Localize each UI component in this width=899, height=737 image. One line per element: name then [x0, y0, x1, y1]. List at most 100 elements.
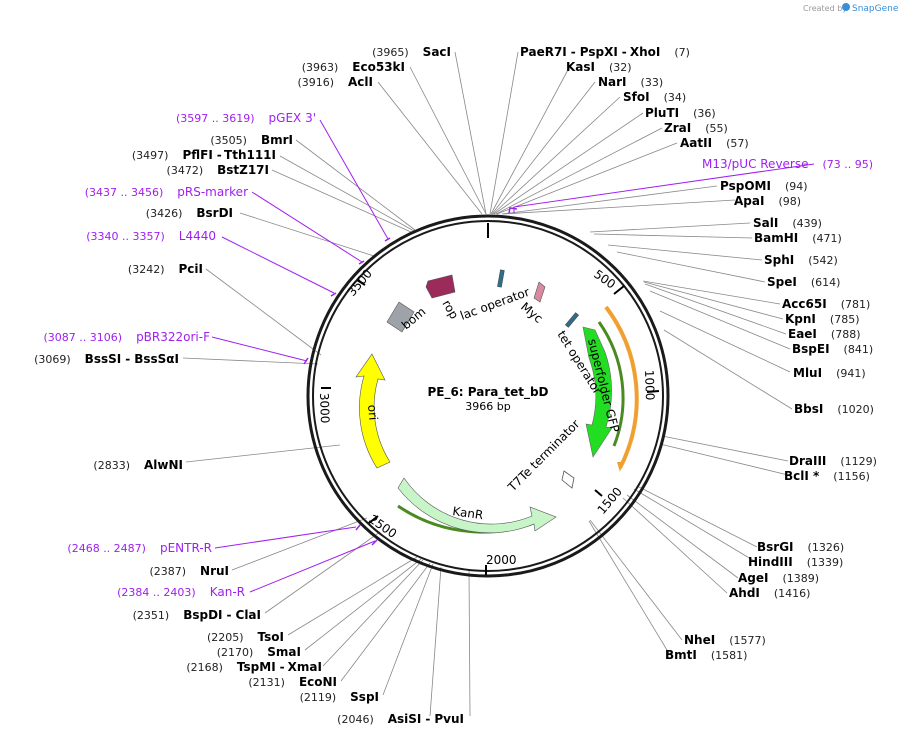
site-bcli: BclI * [784, 469, 820, 483]
site-bmri: BmrI [261, 133, 293, 147]
site-bsssai: BssSαI [134, 352, 179, 366]
svg-text:HindIII(1339): HindIII(1339) [748, 555, 843, 569]
kanr-arrow[interactable] [397, 477, 557, 534]
svg-text:(2384 .. 2403)Kan-R: (2384 .. 2403)Kan-R [117, 585, 245, 599]
svg-text:EaeI(788): EaeI(788) [788, 327, 861, 341]
site-acli: AclI [348, 75, 373, 89]
site-kasi: KasI [566, 60, 595, 74]
site-sspi: SspI [350, 690, 379, 704]
backbone-inner [312, 220, 664, 572]
site-smai: SmaI [267, 645, 301, 659]
site-bsrdi: BsrDI [196, 206, 233, 220]
svg-text:SphI(542): SphI(542) [764, 253, 838, 267]
svg-text:(2170)SmaI: (2170)SmaI [217, 645, 301, 659]
site-bmti: BmtI [665, 648, 697, 662]
site-apai: ApaI [734, 194, 764, 208]
svg-text:BsrGI(1326): BsrGI(1326) [757, 540, 844, 554]
svg-text:SalI(439): SalI(439) [753, 216, 822, 230]
svg-text:(3472)BstZ17I: (3472)BstZ17I [167, 163, 269, 177]
svg-text:(2351)BspDI-ClaI: (2351)BspDI-ClaI [133, 608, 261, 622]
ori-label: ori [365, 404, 380, 421]
bom-box[interactable] [386, 301, 415, 333]
leader-lines-right [489, 51, 793, 656]
svg-text:SpeI(614): SpeI(614) [767, 275, 840, 289]
tet-operator-mark[interactable] [564, 312, 580, 328]
site-hindiii: HindIII [748, 555, 793, 569]
svg-text:(3069)BssSI-BssSαI: (3069)BssSI-BssSαI [34, 352, 179, 366]
site-alwni: AlwNI [144, 458, 183, 472]
site-bspei: BspEI [792, 342, 830, 356]
tick-label-500: 500 [591, 267, 618, 292]
site-agei: AgeI [738, 571, 768, 585]
credit-label: Created by [803, 4, 847, 13]
orange-arc [604, 305, 639, 469]
svg-text:(3963)Eco53kI: (3963)Eco53kI [302, 60, 405, 74]
site-xmai: XmaI [288, 660, 322, 674]
site-eaei: EaeI [788, 327, 817, 341]
svg-text:Acc65I(781): Acc65I(781) [782, 297, 870, 311]
site-clai: ClaI [236, 608, 261, 622]
t7te-terminator-arrow[interactable] [561, 470, 575, 489]
svg-text:(3597 .. 3619)pGEX 3': (3597 .. 3619)pGEX 3' [176, 111, 316, 125]
tick-label-3000: 3000 [317, 393, 332, 424]
svg-text:(3437 .. 3456)pRS-marker: (3437 .. 3456)pRS-marker [85, 185, 248, 199]
svg-text:(2168)TspMI-XmaI: (2168)TspMI-XmaI [186, 660, 322, 674]
site-econi: EcoNI [299, 675, 337, 689]
svg-text:(3242)PciI: (3242)PciI [128, 262, 203, 276]
svg-text:MluI(941): MluI(941) [793, 366, 866, 380]
svg-text:KpnI(785): KpnI(785) [785, 312, 860, 326]
site-nhei: NheI [684, 633, 715, 647]
tick-marks [321, 223, 660, 575]
site-pcii: PciI [179, 262, 204, 276]
svg-text:NarI(33): NarI(33) [598, 75, 663, 89]
svg-text:(2119)SspI: (2119)SspI [300, 690, 379, 704]
tick-label-1500: 1500 [595, 485, 625, 517]
site-bsrgi: BsrGI [757, 540, 794, 554]
ori-arrow[interactable] [355, 353, 391, 469]
green-arc-gfp [597, 321, 625, 447]
site-paer7i: PaeR7I [520, 45, 567, 59]
tick-label-2000: 2000 [486, 553, 517, 567]
svg-text:(3497)PflFI-Tth111I: (3497)PflFI-Tth111I [132, 148, 276, 162]
site-draiii: DraIII [789, 454, 826, 468]
svg-text:BspEI(841): BspEI(841) [792, 342, 873, 356]
primer-pgex-3: pGEX 3' [269, 111, 316, 125]
site-eco53ki: Eco53kI [352, 60, 405, 74]
site-bsssi: BssSI [85, 352, 122, 366]
site-bstz17i: BstZ17I [217, 163, 269, 177]
orange-arc-head [617, 462, 623, 472]
site-pspomi: PspOMI [720, 179, 771, 193]
site-nari: NarI [598, 75, 627, 89]
svg-text:BclI *(1156): BclI *(1156) [784, 469, 870, 483]
svg-text:(2131)EcoNI: (2131)EcoNI [248, 675, 337, 689]
kanr-label: KanR [452, 504, 485, 522]
site-ahdi: AhdI [729, 586, 760, 600]
site-tsoi: TsoI [258, 630, 284, 644]
svg-text:ZraI(55): ZraI(55) [664, 121, 728, 135]
svg-text:PspOMI(94): PspOMI(94) [720, 179, 808, 193]
svg-text:(2387)NruI: (2387)NruI [149, 564, 229, 578]
site-zrai: ZraI [664, 121, 691, 135]
svg-text:(3087 .. 3106)pBR322ori-F: (3087 .. 3106)pBR322ori-F [44, 330, 211, 344]
svg-text:(3916)AclI: (3916)AclI [297, 75, 373, 89]
rop-arrow[interactable] [425, 274, 456, 299]
svg-text:AgeI(1389): AgeI(1389) [738, 571, 819, 585]
superfolder-gfp-arrow[interactable] [582, 326, 613, 458]
site-pluti: PluTI [645, 106, 679, 120]
site-bspdi: BspDI [183, 608, 222, 622]
site-labels-left: (3965)SacI (3963)Eco53kI (3916)AclI (359… [34, 45, 464, 726]
svg-text:(2205)TsoI: (2205)TsoI [207, 630, 284, 644]
primer-kan-r: Kan-R [210, 585, 245, 599]
tick-label-1000: 1000 [642, 370, 657, 401]
site-pflfi: PflFI [182, 148, 212, 162]
site-sphi: SphI [764, 253, 794, 267]
primer-marks [303, 207, 518, 546]
site-acc65i: Acc65I [782, 297, 827, 311]
lac-operator-label: lac operator [458, 285, 531, 323]
myc-arrow[interactable] [533, 281, 546, 303]
svg-text:(3505)BmrI: (3505)BmrI [210, 133, 293, 147]
svg-text:AhdI(1416): AhdI(1416) [729, 586, 810, 600]
lac-operator-mark[interactable] [497, 269, 505, 288]
snapgene-logo-icon [842, 3, 850, 11]
site-pspxi: PspXI [580, 45, 618, 59]
